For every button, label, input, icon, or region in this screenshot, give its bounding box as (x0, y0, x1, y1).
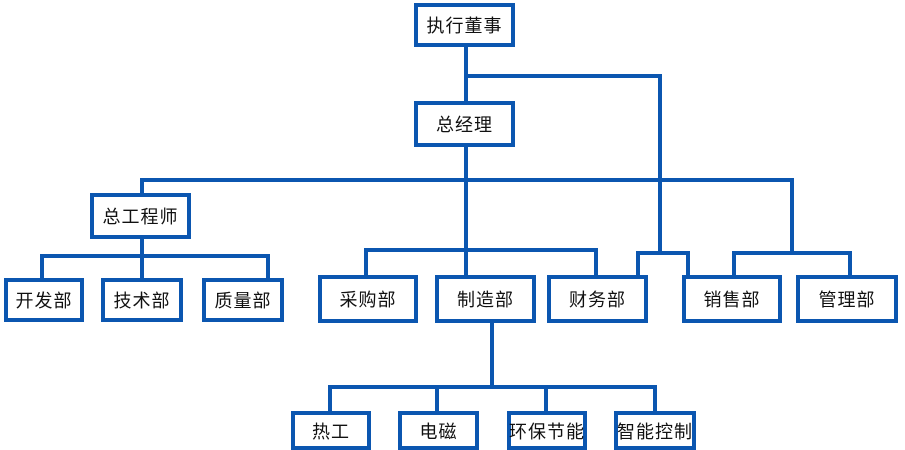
executive-director-label: 执行董事 (426, 16, 503, 37)
quality-department-label: 质量部 (214, 291, 272, 312)
purchasing-department-box: 采购部 (318, 275, 418, 323)
sales-department-box: 销售部 (682, 275, 782, 323)
management-department-box: 管理部 (796, 275, 898, 323)
finance-department-box: 财务部 (547, 275, 648, 323)
environmental-energy-unit-label: 环保节能 (509, 421, 585, 443)
general-manager-box: 总经理 (414, 101, 515, 147)
sales-department-label: 销售部 (703, 290, 761, 311)
thermal-unit-box: 热工 (291, 411, 371, 450)
chief-engineer-label: 总工程师 (102, 207, 179, 228)
executive-director-box: 执行董事 (414, 3, 515, 47)
chief-engineer-box: 总工程师 (90, 193, 191, 239)
thermal-unit-label: 热工 (312, 421, 350, 443)
connector-exec-to-right-branch (464, 74, 662, 255)
smart-control-unit-box: 智能控制 (614, 411, 696, 450)
electromagnetic-unit-label: 电磁 (419, 421, 458, 443)
technology-department-box: 技术部 (101, 278, 183, 322)
management-department-label: 管理部 (818, 290, 876, 311)
quality-department-box: 质量部 (202, 278, 284, 322)
finance-department-label: 财务部 (569, 290, 626, 311)
development-department-box: 开发部 (4, 278, 84, 322)
manufacturing-department-label: 制造部 (457, 290, 514, 311)
smart-control-unit-label: 智能控制 (617, 421, 693, 443)
manufacturing-department-box: 制造部 (435, 275, 536, 323)
development-department-label: 开发部 (15, 291, 73, 312)
environmental-energy-unit-box: 环保节能 (507, 411, 587, 450)
technology-department-label: 技术部 (113, 291, 171, 312)
general-manager-label: 总经理 (436, 115, 493, 136)
purchasing-department-label: 采购部 (339, 290, 397, 311)
electromagnetic-unit-box: 电磁 (398, 411, 479, 450)
